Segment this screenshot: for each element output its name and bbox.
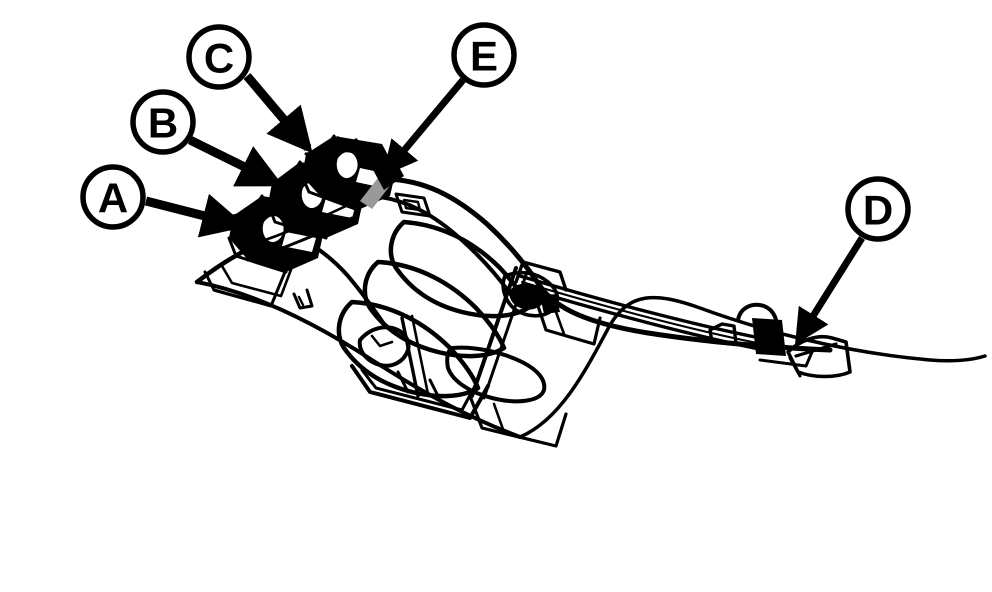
callout-b[interactable]: B [130, 89, 196, 155]
upright-post [336, 136, 360, 154]
callout-e-label: E [470, 33, 498, 80]
ledge-lower-step [534, 298, 602, 346]
leader-arrow-e [382, 77, 466, 177]
lower-bracket-knuckle [357, 325, 411, 368]
lower-box-right [445, 345, 547, 404]
callout-group: A B C D E [80, 22, 911, 242]
panel-slat-3 [336, 299, 481, 399]
callout-e[interactable]: E [451, 22, 517, 88]
lower-plate-rib-2 [428, 378, 442, 402]
long-rail-top [518, 274, 762, 340]
bracket-a-lower-edge [227, 236, 288, 274]
small-tab-a [292, 288, 314, 310]
anchor-base-rib [788, 356, 802, 378]
callout-d-label: D [863, 187, 893, 234]
small-tab-a-score [297, 295, 305, 307]
left-flange-panel-inner [220, 257, 297, 298]
leader-arrow-b [188, 135, 284, 188]
callout-b-circle[interactable] [130, 89, 196, 155]
leader-arrow-a [144, 193, 247, 238]
part-illustration [194, 134, 987, 448]
leader-arrow-c [243, 73, 313, 154]
callout-e-circle[interactable] [451, 22, 517, 88]
bracket-connector-rail [246, 216, 354, 262]
lower-plate-rib-1 [396, 370, 410, 394]
bracket-c-window [336, 152, 358, 179]
ledge-dark-block [540, 294, 560, 314]
bracket-b-lower-edge [266, 202, 328, 240]
callout-c[interactable]: C [186, 24, 252, 90]
bracket-connector-rail-2 [239, 204, 348, 250]
panel-divider-right [470, 266, 518, 398]
callout-c-label: C [204, 35, 234, 82]
latch-plate-hole [402, 198, 422, 212]
callout-d-circle[interactable] [845, 176, 911, 242]
ledge-riser [514, 260, 568, 292]
lower-bracket-knuckle-score [370, 334, 394, 348]
anchor-dark-post [752, 318, 786, 356]
bracket-c-lower-edge [300, 174, 360, 212]
callout-d[interactable]: D [845, 176, 911, 242]
left-flange-panel-edge [212, 288, 274, 308]
callout-c-circle[interactable] [186, 24, 252, 90]
panel-divider-mid-2 [410, 314, 430, 396]
lower-box-right-rib [492, 402, 506, 434]
panel-slat-2 [362, 259, 507, 359]
floor-edge-lower-right [518, 295, 987, 439]
lower-box-right-base [468, 394, 568, 448]
panel-divider-mid [400, 316, 420, 398]
leader-arrow-d [795, 236, 865, 345]
anchor-base-plate [758, 350, 814, 368]
lower-plate-outer [350, 364, 490, 420]
anchor-left-tab [708, 322, 738, 346]
panel-slat-1 [388, 219, 531, 319]
leader-arrows [144, 73, 865, 345]
callout-b-label: B [148, 100, 178, 147]
ledge-lower-step-rib [554, 310, 566, 336]
callout-a[interactable]: A [80, 164, 146, 230]
latch-plate [394, 192, 432, 218]
callout-a-label: A [98, 175, 128, 222]
anchor-wedge-score [794, 342, 838, 358]
callout-a-circle[interactable] [80, 164, 146, 230]
